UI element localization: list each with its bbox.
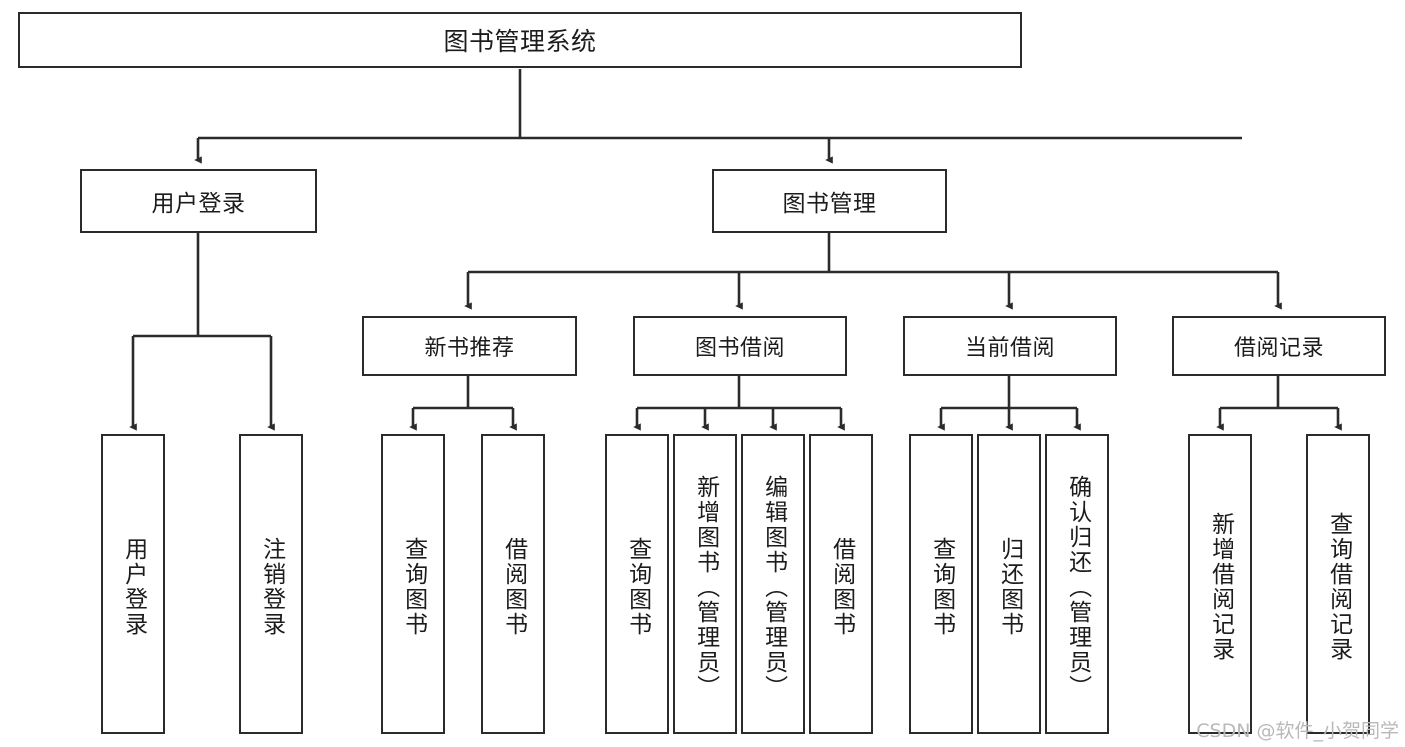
node-label: 归还图书: [996, 537, 1023, 637]
node-label: 用户登录: [151, 191, 246, 217]
leaf-user-login-logout[interactable]: 注销登录: [239, 434, 303, 734]
node-label: 查询图书: [624, 537, 651, 637]
leaf-user-login-login[interactable]: 用户登录: [101, 434, 165, 734]
node-current-borrow[interactable]: 当前借阅: [903, 316, 1117, 376]
node-label: 图书管理: [782, 191, 877, 217]
node-label: 借阅记录: [1233, 336, 1324, 361]
node-label: 借阅图书: [828, 537, 855, 637]
node-label: 查询借阅记录: [1325, 512, 1352, 662]
node-borrow-record[interactable]: 借阅记录: [1172, 316, 1386, 376]
leaf-record-query-record[interactable]: 查询借阅记录: [1306, 434, 1370, 734]
node-label: 借阅图书: [500, 537, 527, 637]
leaf-current-query-book[interactable]: 查询图书: [909, 434, 973, 734]
node-new-book-recommend[interactable]: 新书推荐: [362, 316, 577, 376]
node-label: 注销登录: [258, 537, 285, 637]
node-book-management[interactable]: 图书管理: [712, 169, 947, 233]
leaf-recommend-query-book[interactable]: 查询图书: [381, 434, 445, 734]
node-label: 图书管理系统: [443, 27, 597, 56]
node-label: 查询图书: [400, 537, 427, 637]
node-label: 编辑图书（管理员）: [760, 474, 787, 700]
node-book-borrow[interactable]: 图书借阅: [633, 316, 847, 376]
node-label: 图书借阅: [694, 336, 785, 361]
leaf-borrow-query-book[interactable]: 查询图书: [605, 434, 669, 734]
watermark-text: CSDN @软件_小贺同学: [1196, 720, 1399, 742]
leaf-borrow-borrow-book[interactable]: 借阅图书: [809, 434, 873, 734]
leaf-borrow-edit-book-admin[interactable]: 编辑图书（管理员）: [741, 434, 805, 734]
node-label: 新书推荐: [424, 336, 515, 361]
leaf-borrow-add-book-admin[interactable]: 新增图书（管理员）: [673, 434, 737, 734]
node-user-login[interactable]: 用户登录: [80, 169, 317, 233]
node-label: 当前借阅: [964, 336, 1055, 361]
node-label: 新增借阅记录: [1207, 512, 1234, 662]
leaf-record-add-record[interactable]: 新增借阅记录: [1188, 434, 1252, 734]
node-label: 新增图书（管理员）: [692, 474, 719, 700]
node-root-system[interactable]: 图书管理系统: [18, 12, 1022, 68]
node-label: 确认归还（管理员）: [1064, 474, 1091, 700]
leaf-current-confirm-return-admin[interactable]: 确认归还（管理员）: [1045, 434, 1109, 734]
node-label: 查询图书: [928, 537, 955, 637]
node-label: 用户登录: [120, 537, 147, 637]
leaf-recommend-borrow-book[interactable]: 借阅图书: [481, 434, 545, 734]
leaf-current-return-book[interactable]: 归还图书: [977, 434, 1041, 734]
